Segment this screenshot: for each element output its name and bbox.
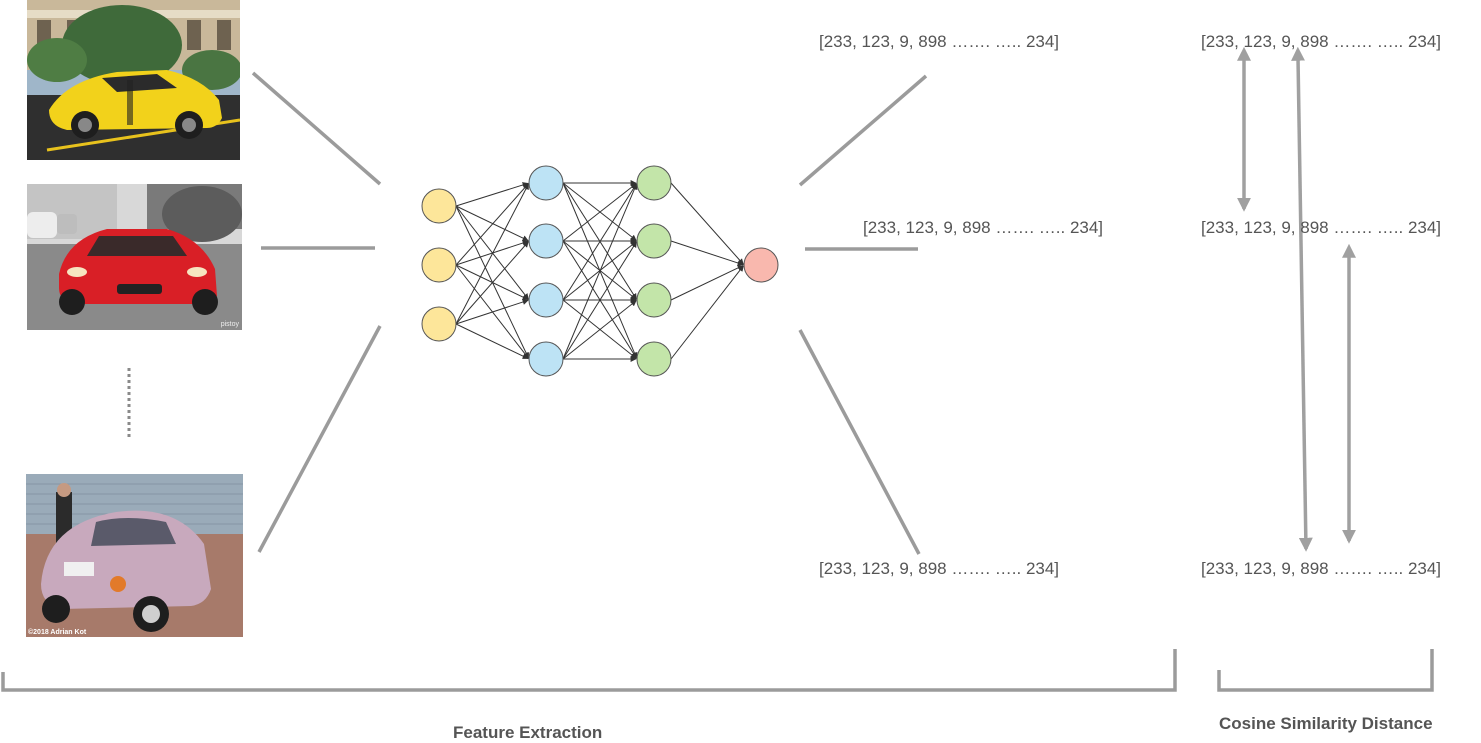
- hidden-layer-2-neuron: [636, 341, 672, 377]
- network-connection: [562, 183, 638, 360]
- hidden-layer-1-neuron: [528, 341, 564, 377]
- cosine-similarity-label: Cosine Similarity Distance: [1219, 714, 1433, 733]
- cosine-similarity-bracket: [1217, 649, 1434, 692]
- input-connector-top: [251, 71, 382, 186]
- similarity-arrow-top-bottom: [1291, 46, 1313, 552]
- network-connection: [455, 299, 529, 325]
- output-connector-top: [798, 74, 928, 187]
- input-layer-neuron: [421, 247, 457, 283]
- feature-extraction-bracket: [1, 649, 1177, 692]
- network-connection: [455, 183, 529, 325]
- hidden-layer-1-neuron: [528, 282, 564, 318]
- network-connection: [670, 182, 744, 265]
- hidden-layer-1-neuron: [528, 223, 564, 259]
- network-connection: [670, 265, 744, 360]
- hidden-layer-2-neuron: [636, 282, 672, 318]
- feature-vector-3: [233, 123, 9, 898 ……. ….. 234]: [819, 559, 1060, 578]
- photo-watermark: pistoy: [220, 321, 239, 328]
- yellow-sports-car-photo: [27, 0, 240, 160]
- network-connection: [670, 264, 744, 301]
- output-layer-neuron: [743, 247, 779, 283]
- network-connection: [455, 205, 529, 242]
- network-connection: [455, 323, 529, 360]
- vintage-beetle-photo: ©2018 Adrian Kot: [26, 474, 243, 637]
- hidden-layer-2-neuron: [636, 223, 672, 259]
- network-connection: [455, 183, 529, 266]
- similarity-vector-1: [233, 123, 9, 898 ……. ….. 234]: [1201, 32, 1442, 51]
- network-connection: [670, 240, 744, 266]
- hidden-layer-1-neuron: [528, 165, 564, 201]
- network-connection: [562, 183, 637, 301]
- red-sports-car-photo: pistoy: [27, 184, 242, 330]
- input-connector-bottom: [257, 325, 382, 553]
- network-connection: [455, 240, 529, 266]
- output-connector-bottom: [798, 329, 921, 555]
- input-layer-neuron: [421, 306, 457, 342]
- network-connection: [562, 241, 637, 360]
- photo-watermark: ©2018 Adrian Kot: [28, 629, 87, 636]
- feature-vector-1: [233, 123, 9, 898 ……. ….. 234]: [819, 32, 1060, 51]
- network-connection: [562, 183, 637, 242]
- network-connection: [455, 182, 529, 207]
- similarity-vector-2: [233, 123, 9, 898 ……. ….. 234]: [1201, 218, 1442, 237]
- hidden-layer-2-neuron: [636, 165, 672, 201]
- feature-extraction-label: Feature Extraction: [453, 723, 603, 742]
- input-layer-neuron: [421, 188, 457, 224]
- feature-vector-2: [233, 123, 9, 898 ……. ….. 234]: [863, 218, 1104, 237]
- network-connection: [455, 241, 529, 325]
- similarity-vector-3: [233, 123, 9, 898 ……. ….. 234]: [1201, 559, 1442, 578]
- network-connection: [562, 300, 637, 360]
